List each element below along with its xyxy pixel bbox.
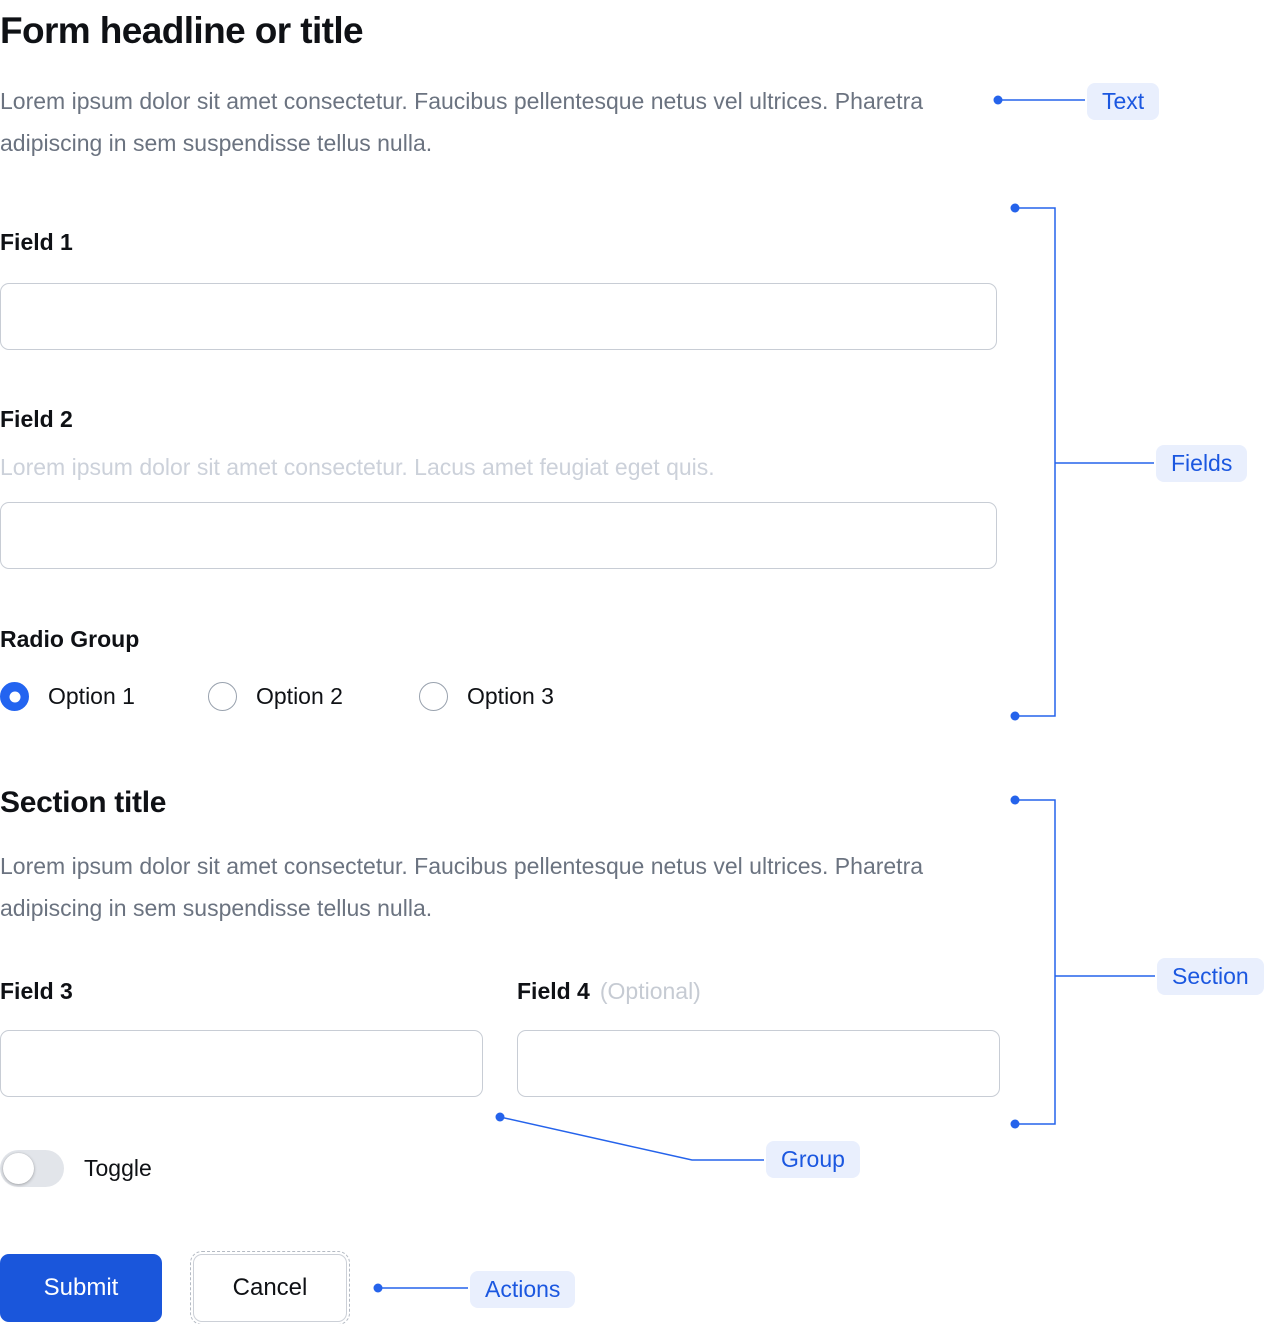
field2-label: Field 2 [0,406,73,432]
connector-dot [495,1112,505,1122]
field2-input[interactable] [0,502,997,569]
radio-option-label: Option 3 [467,683,554,709]
radio-option-3[interactable]: Option 3 [419,682,554,711]
annotation-actions-tag: Actions [470,1271,576,1308]
field2-helper-text: Lorem ipsum dolor sit amet consectetur. … [0,454,715,480]
connector-dot [1010,795,1020,805]
field3-input[interactable] [0,1030,483,1097]
connector-dot [1010,1119,1020,1129]
connector-dot [1010,203,1020,213]
field4-input[interactable] [517,1030,1000,1097]
radio-selected-icon [0,682,29,711]
connector-dot [373,1283,383,1293]
annotation-section-tag: Section [1157,958,1264,995]
radio-group-label: Radio Group [0,626,140,652]
form-headline: Form headline or title [0,10,364,51]
field4-label-text: Field 4 [517,978,590,1004]
field4-label: Field 4 (Optional) [517,978,701,1005]
section-title: Section title [0,786,167,819]
radio-unselected-icon [419,682,448,711]
radio-option-1[interactable]: Option 1 [0,682,135,711]
radio-option-label: Option 1 [48,683,135,709]
toggle-switch[interactable] [0,1150,64,1187]
field1-label: Field 1 [0,229,73,255]
annotation-group-tag: Group [766,1141,860,1178]
field1-input[interactable] [0,283,997,350]
field3-label: Field 3 [0,978,73,1004]
annotation-fields-tag: Fields [1156,445,1248,482]
radio-option-label: Option 2 [256,683,343,709]
section-text: Lorem ipsum dolor sit amet consectetur. … [0,853,924,921]
annotation-text-tag: Text [1087,83,1160,120]
section-bracket-line [1015,799,1056,1125]
radio-option-2[interactable]: Option 2 [208,682,343,711]
connector-dot [993,95,1003,105]
toggle-knob-icon [3,1153,34,1184]
fields-bracket-line [1015,207,1056,717]
radio-unselected-icon [208,682,237,711]
field4-optional-tag: (Optional) [599,978,701,1004]
intro-text: Lorem ipsum dolor sit amet consectetur. … [0,88,924,156]
toggle-label: Toggle [84,1155,152,1181]
group-connector-line [499,1116,764,1161]
submit-button[interactable]: Submit [0,1254,162,1322]
connector-dot [1010,711,1020,721]
cancel-button[interactable]: Cancel [190,1251,350,1324]
